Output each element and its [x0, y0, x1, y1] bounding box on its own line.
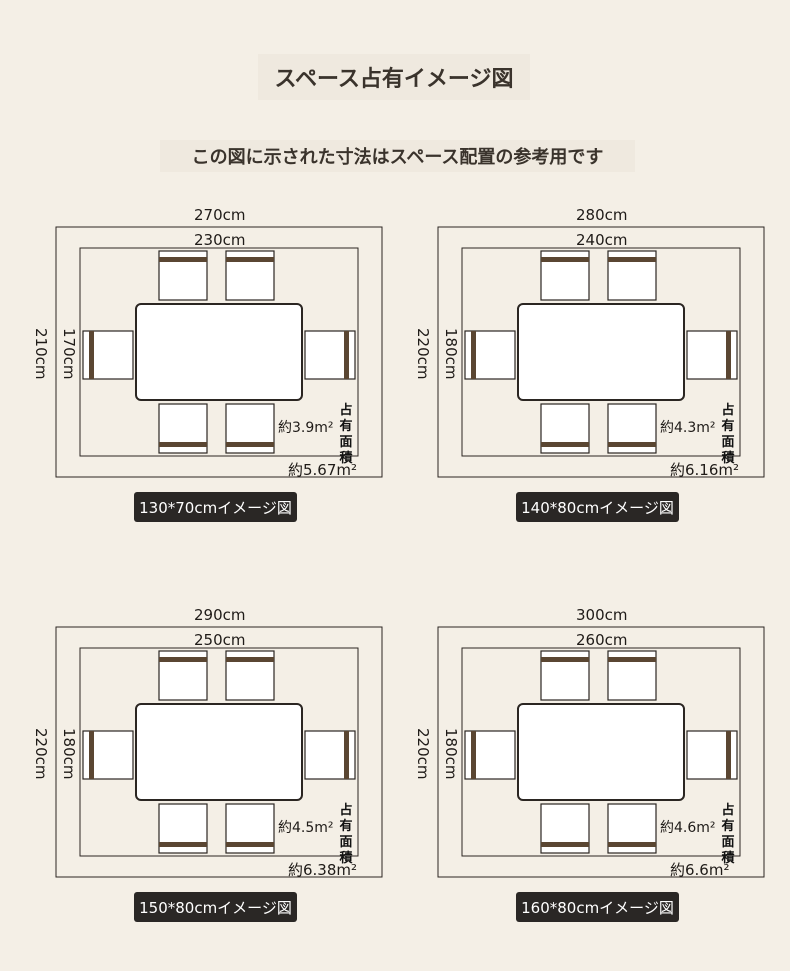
- occupied-area-char: 積: [721, 451, 735, 466]
- outer-area-label: 約5.67m²: [288, 461, 358, 479]
- chair-back: [226, 842, 274, 847]
- inner-width-label: 240cm: [576, 231, 628, 249]
- occupied-area-label: 占有面積: [339, 403, 353, 467]
- occupied-area-char: 有: [721, 819, 735, 834]
- chair-back: [89, 731, 94, 779]
- chair-back: [344, 731, 349, 779]
- chair-back: [726, 331, 731, 379]
- inner-width-label: 230cm: [194, 231, 246, 249]
- occupied-area-char: 有: [339, 419, 353, 434]
- occupied-area-char: 積: [339, 451, 353, 466]
- outer-depth-label: 210cm: [32, 328, 50, 380]
- dining-table: [135, 703, 303, 801]
- inner-area-label: 約3.9m²: [278, 420, 334, 436]
- inner-area-label: 約4.6m²: [660, 820, 716, 836]
- chair-back: [226, 257, 274, 262]
- inner-depth-label: 180cm: [442, 728, 460, 780]
- outer-depth-label: 220cm: [414, 328, 432, 380]
- occupied-area-char: 占: [339, 803, 353, 818]
- occupied-area-char: 面: [721, 435, 735, 450]
- inner-area-rect: [79, 647, 359, 857]
- occupied-area-char: 面: [339, 835, 353, 850]
- chair-back: [541, 842, 589, 847]
- occupied-area-char: 積: [721, 851, 735, 866]
- chair-back: [608, 257, 656, 262]
- inner-area-label: 約4.5m²: [278, 820, 334, 836]
- occupied-area-label: 占有面積: [339, 803, 353, 867]
- chair-back: [344, 331, 349, 379]
- chair-back: [159, 657, 207, 662]
- chair-back: [159, 842, 207, 847]
- chair-back: [726, 731, 731, 779]
- inner-depth-label: 180cm: [60, 728, 78, 780]
- chair-back: [226, 442, 274, 447]
- chair-back: [608, 657, 656, 662]
- layout-diagram: [55, 626, 383, 878]
- dining-table: [517, 303, 685, 401]
- outer-width-label: 270cm: [194, 206, 246, 224]
- page-title: スペース占有イメージ図: [258, 54, 530, 100]
- occupied-area-char: 面: [721, 835, 735, 850]
- chair-back: [471, 731, 476, 779]
- occupied-area-char: 有: [339, 819, 353, 834]
- occupied-area-char: 占: [721, 803, 735, 818]
- outer-area-rect: [437, 626, 765, 878]
- outer-width-label: 300cm: [576, 606, 628, 624]
- occupied-area-label: 占有面積: [721, 803, 735, 867]
- chair-back: [608, 842, 656, 847]
- outer-area-rect: [55, 626, 383, 878]
- outer-area-label: 約6.38m²: [288, 861, 358, 879]
- dining-table: [135, 303, 303, 401]
- chair-back: [159, 442, 207, 447]
- occupied-area-char: 占: [339, 403, 353, 418]
- layout-diagram: [55, 226, 383, 478]
- occupied-area-label: 占有面積: [721, 403, 735, 467]
- chair-back: [159, 257, 207, 262]
- image-caption: 160*80cmイメージ図: [516, 892, 679, 922]
- outer-area-label: 約6.16m²: [670, 461, 740, 479]
- chair-back: [541, 257, 589, 262]
- inner-area-label: 約4.3m²: [660, 420, 716, 436]
- chair-back: [89, 331, 94, 379]
- outer-depth-label: 220cm: [414, 728, 432, 780]
- inner-area-rect: [461, 247, 741, 457]
- chair-back: [541, 442, 589, 447]
- outer-area-rect: [55, 226, 383, 478]
- inner-depth-label: 180cm: [442, 328, 460, 380]
- outer-width-label: 290cm: [194, 606, 246, 624]
- inner-width-label: 250cm: [194, 631, 246, 649]
- occupied-area-char: 占: [721, 403, 735, 418]
- chair-back: [541, 657, 589, 662]
- image-caption: 130*70cmイメージ図: [134, 492, 297, 522]
- outer-width-label: 280cm: [576, 206, 628, 224]
- outer-area-label: 約6.6m²: [670, 861, 730, 879]
- occupied-area-char: 面: [339, 435, 353, 450]
- outer-area-rect: [437, 226, 765, 478]
- layout-diagram: [437, 626, 765, 878]
- inner-depth-label: 170cm: [60, 328, 78, 380]
- outer-depth-label: 220cm: [32, 728, 50, 780]
- occupied-area-char: 積: [339, 851, 353, 866]
- occupied-area-char: 有: [721, 419, 735, 434]
- inner-area-rect: [461, 647, 741, 857]
- inner-area-rect: [79, 247, 359, 457]
- layout-diagram: [437, 226, 765, 478]
- image-caption: 150*80cmイメージ図: [134, 892, 297, 922]
- dining-table: [517, 703, 685, 801]
- image-caption: 140*80cmイメージ図: [516, 492, 679, 522]
- chair-back: [471, 331, 476, 379]
- chair-back: [608, 442, 656, 447]
- page-subtitle: この図に示された寸法はスペース配置の参考用です: [160, 140, 635, 172]
- inner-width-label: 260cm: [576, 631, 628, 649]
- chair-back: [226, 657, 274, 662]
